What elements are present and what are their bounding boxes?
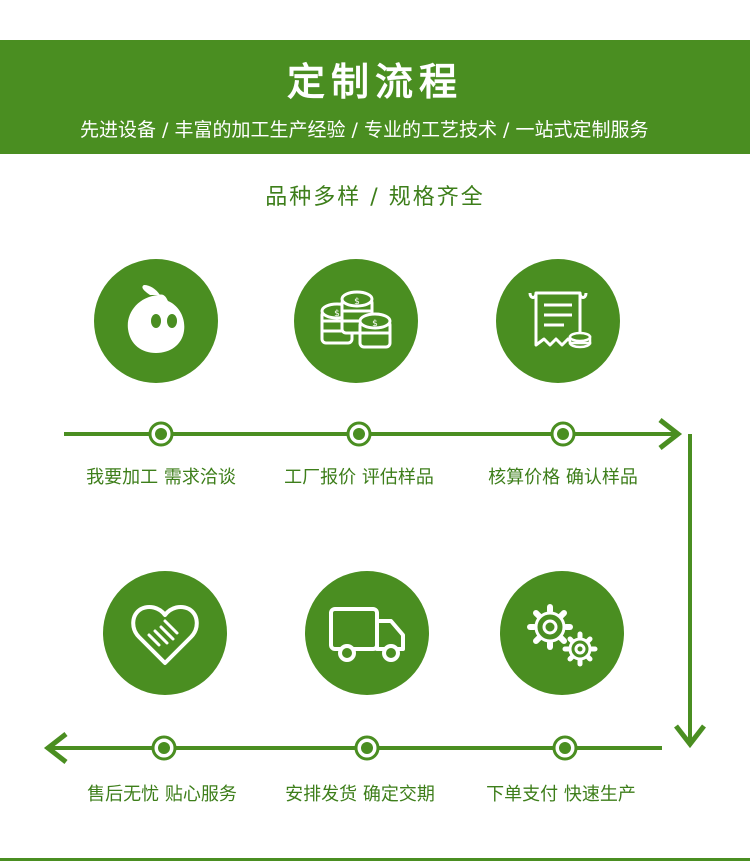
step-circle-6 [103,571,227,695]
step-label-5: 安排发货 确定交期 [285,784,435,805]
step-label-6: 售后无忧 贴心服务 [87,784,237,805]
handshake-heart-icon [131,605,199,665]
bottom-divider [0,858,750,861]
page-title: 定制流程 [286,60,463,104]
coins-icon: $ $ $ [320,290,392,349]
tagline: 品种多样 / 规格齐全 [265,185,485,210]
step-label-2: 工厂报价 评估样品 [284,467,434,488]
flow-arrowhead-left [43,732,68,764]
step-circle-5 [305,571,429,695]
step-label-4: 下单支付 快速生产 [486,784,636,805]
gears-icon [527,604,598,667]
chat-bubble-icon [127,285,185,353]
receipt-icon [528,291,592,349]
flow-node [354,735,380,761]
step-circle-2: $ $ $ [294,259,418,383]
svg-text:$: $ [334,309,340,319]
svg-text:$: $ [372,319,378,329]
step-circle-3 [496,259,620,383]
header-banner: 定制流程 先进设备 / 丰富的加工生产经验 / 专业的工艺技术 / 一站式定制服… [0,40,750,154]
flow-node [550,421,576,447]
svg-text:$: $ [354,297,360,307]
flow-node [148,421,174,447]
flow-node [151,735,177,761]
flow-node [552,735,578,761]
step-label-1: 我要加工 需求洽谈 [86,467,236,488]
step-circle-1 [94,259,218,383]
truck-icon [329,607,405,662]
flow-arrowhead-right [658,418,683,450]
page-subtitle: 先进设备 / 丰富的加工生产经验 / 专业的工艺技术 / 一站式定制服务 [80,119,649,141]
flow-node [346,421,372,447]
step-circle-4 [500,571,624,695]
step-label-3: 核算价格 确认样品 [488,467,638,488]
flow-arrowhead-down [674,724,706,749]
